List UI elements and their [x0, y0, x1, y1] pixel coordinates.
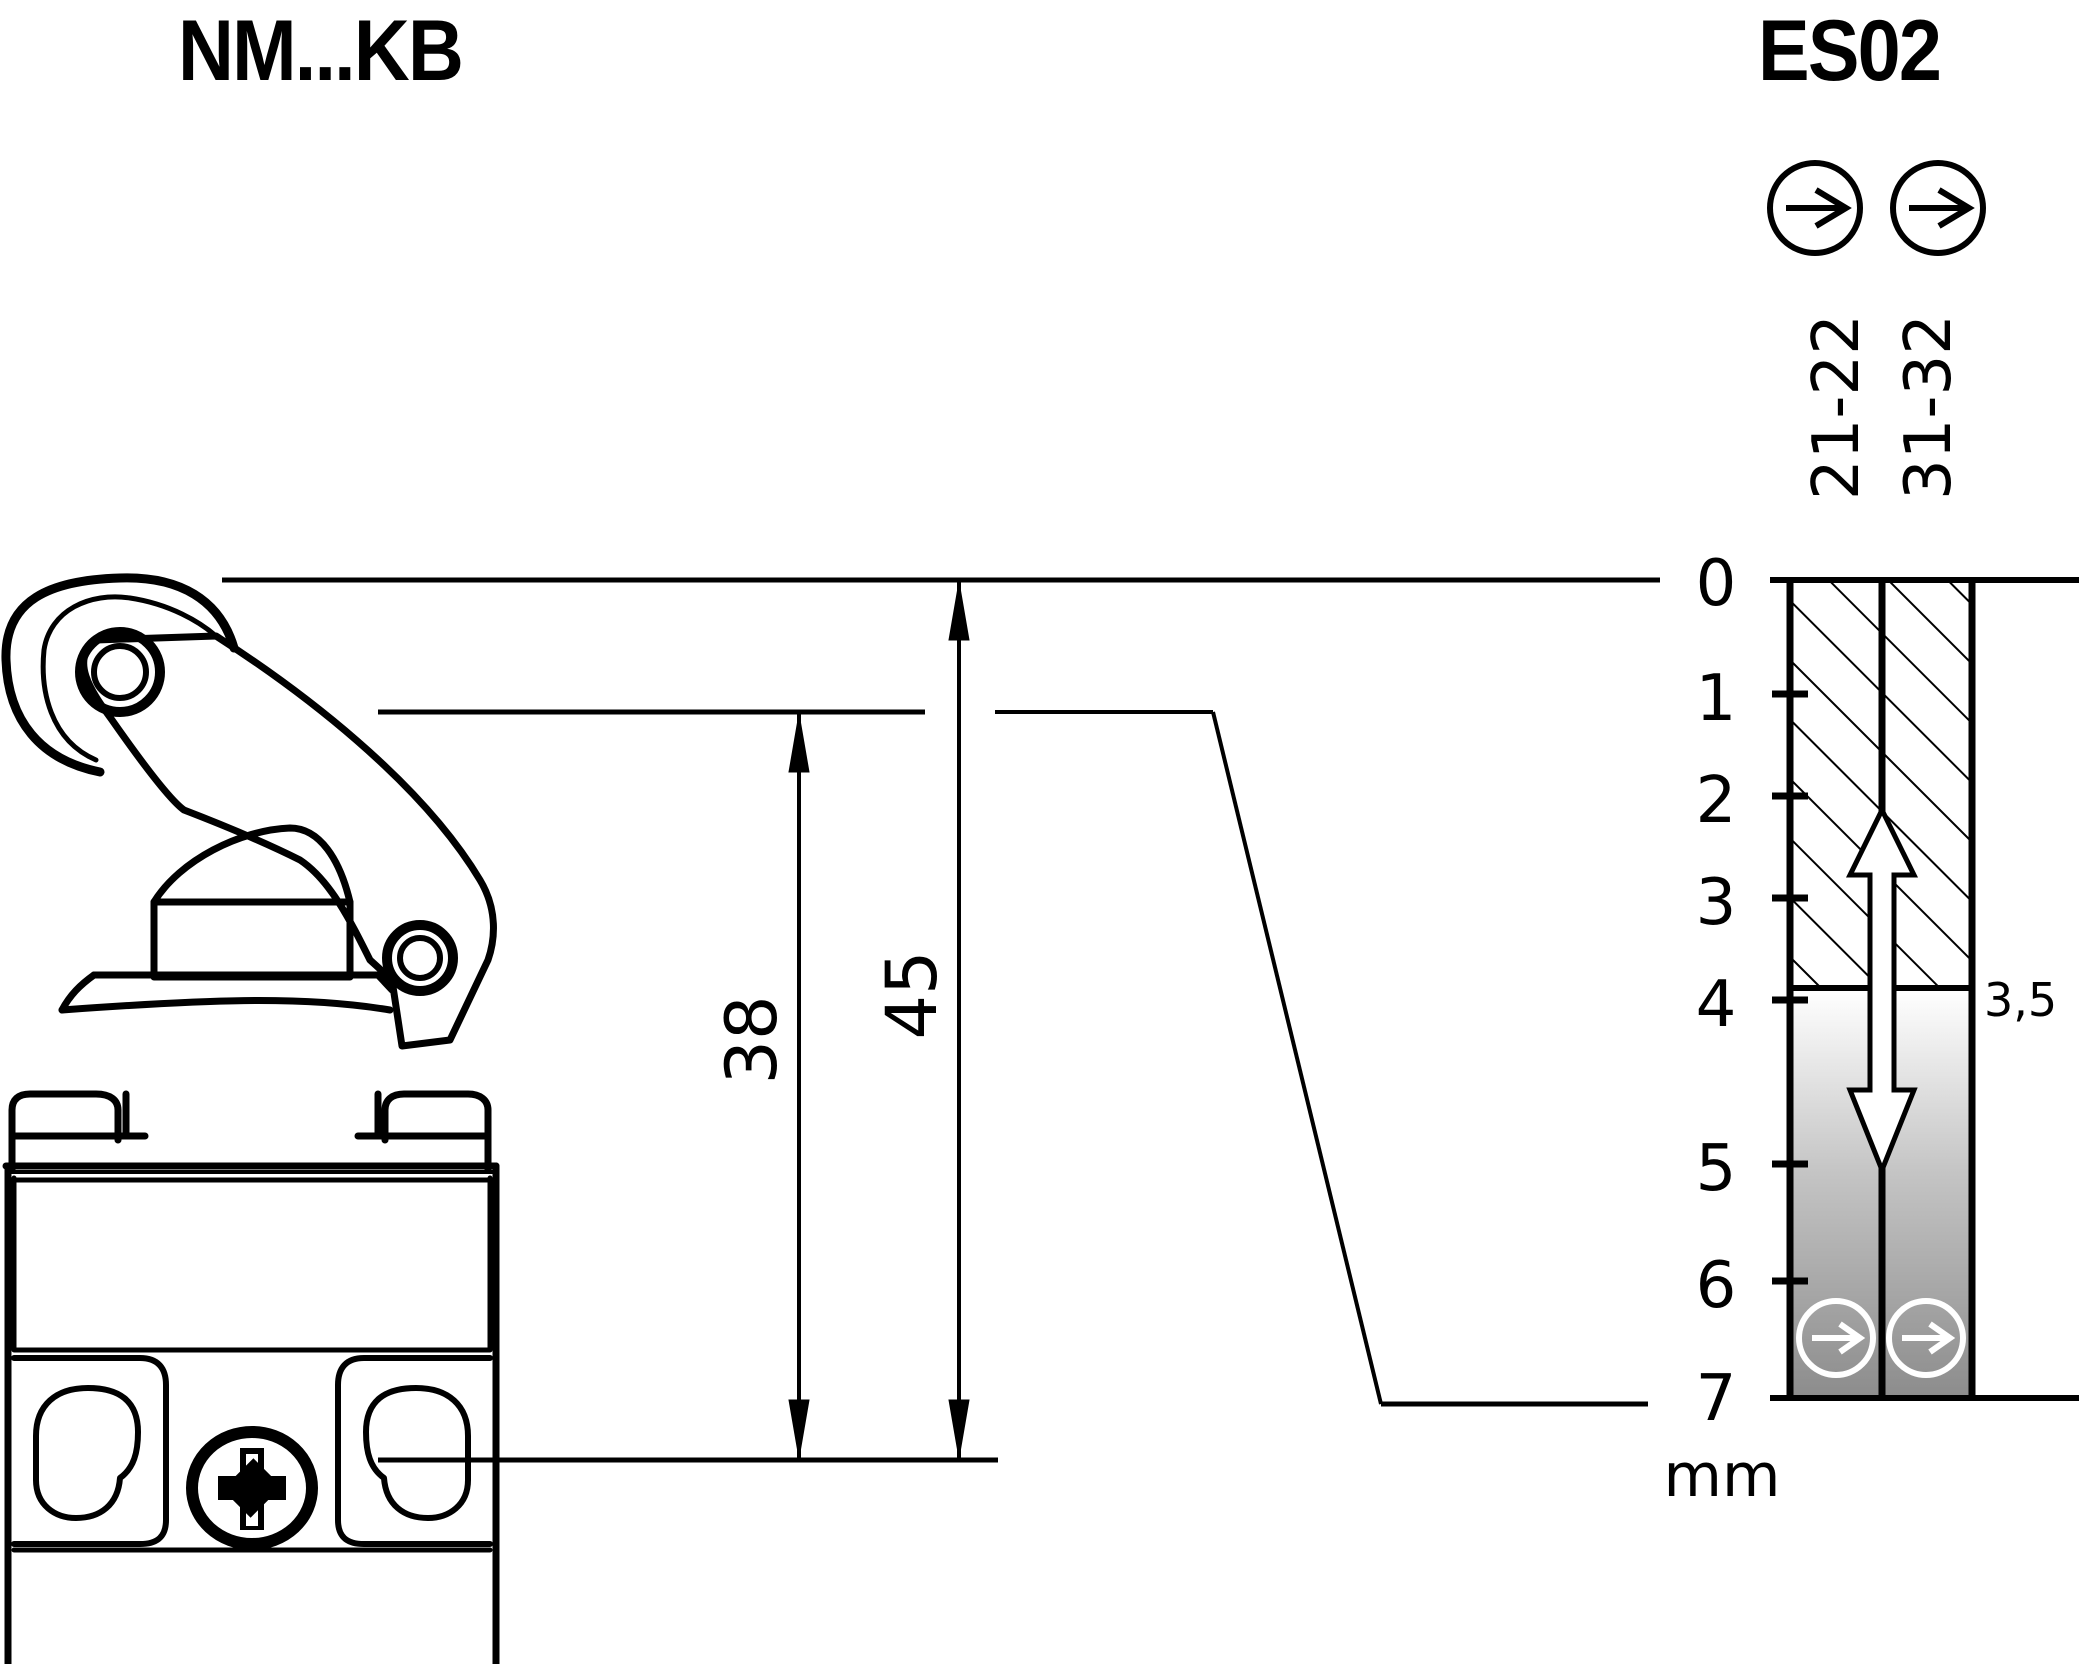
model-title: NM...KB [178, 3, 464, 99]
scale-tick-7: 7 [1696, 1362, 1737, 1436]
lever-arm [80, 632, 497, 1050]
scale-unit-label: mm [1664, 1441, 1781, 1511]
scale-tick-2: 2 [1696, 764, 1737, 838]
housing-panel [11, 1175, 493, 1353]
roller-icon [1, 573, 239, 777]
scale-tick-1: 1 [1696, 662, 1737, 736]
plunger [150, 824, 354, 906]
mounting-tab-right [335, 1355, 493, 1547]
switching-point-label: 3,5 [1984, 973, 2057, 1027]
contact-block-title: ES02 [1758, 3, 1942, 99]
positive-opening-icon [1886, 1298, 1966, 1378]
contact-label-21-22: 21-22 [1800, 314, 1874, 500]
limit-switch-drawing [1, 573, 500, 1664]
pivot-icon [382, 920, 458, 996]
scale-tick-0: 0 [1696, 547, 1737, 621]
positive-opening-icon [1796, 1298, 1876, 1378]
contact-label-31-32: 31-32 [1892, 314, 1966, 500]
roller-axle-icon [75, 627, 165, 717]
scale-tick-4: 4 [1696, 968, 1737, 1042]
scale-tick-3: 3 [1696, 866, 1737, 940]
dimension-45-label: 45 [871, 950, 953, 1039]
mounting-tab-left [11, 1355, 169, 1547]
positive-opening-icon [1890, 160, 1986, 256]
mount-hole-left [33, 1385, 141, 1521]
positive-opening-icon [1767, 160, 1863, 256]
scale-tick-5: 5 [1696, 1132, 1737, 1206]
travel-arrow-icon [1845, 804, 1919, 1177]
screw-icon [186, 1426, 318, 1550]
scale-tick-6: 6 [1696, 1249, 1737, 1323]
head-cap [8, 1090, 122, 1174]
mount-hole-right [363, 1385, 471, 1521]
dimension-lines [222, 577, 1660, 1463]
contact-travel-diagram [1770, 577, 2079, 1401]
dimension-38-label: 38 [711, 995, 793, 1084]
